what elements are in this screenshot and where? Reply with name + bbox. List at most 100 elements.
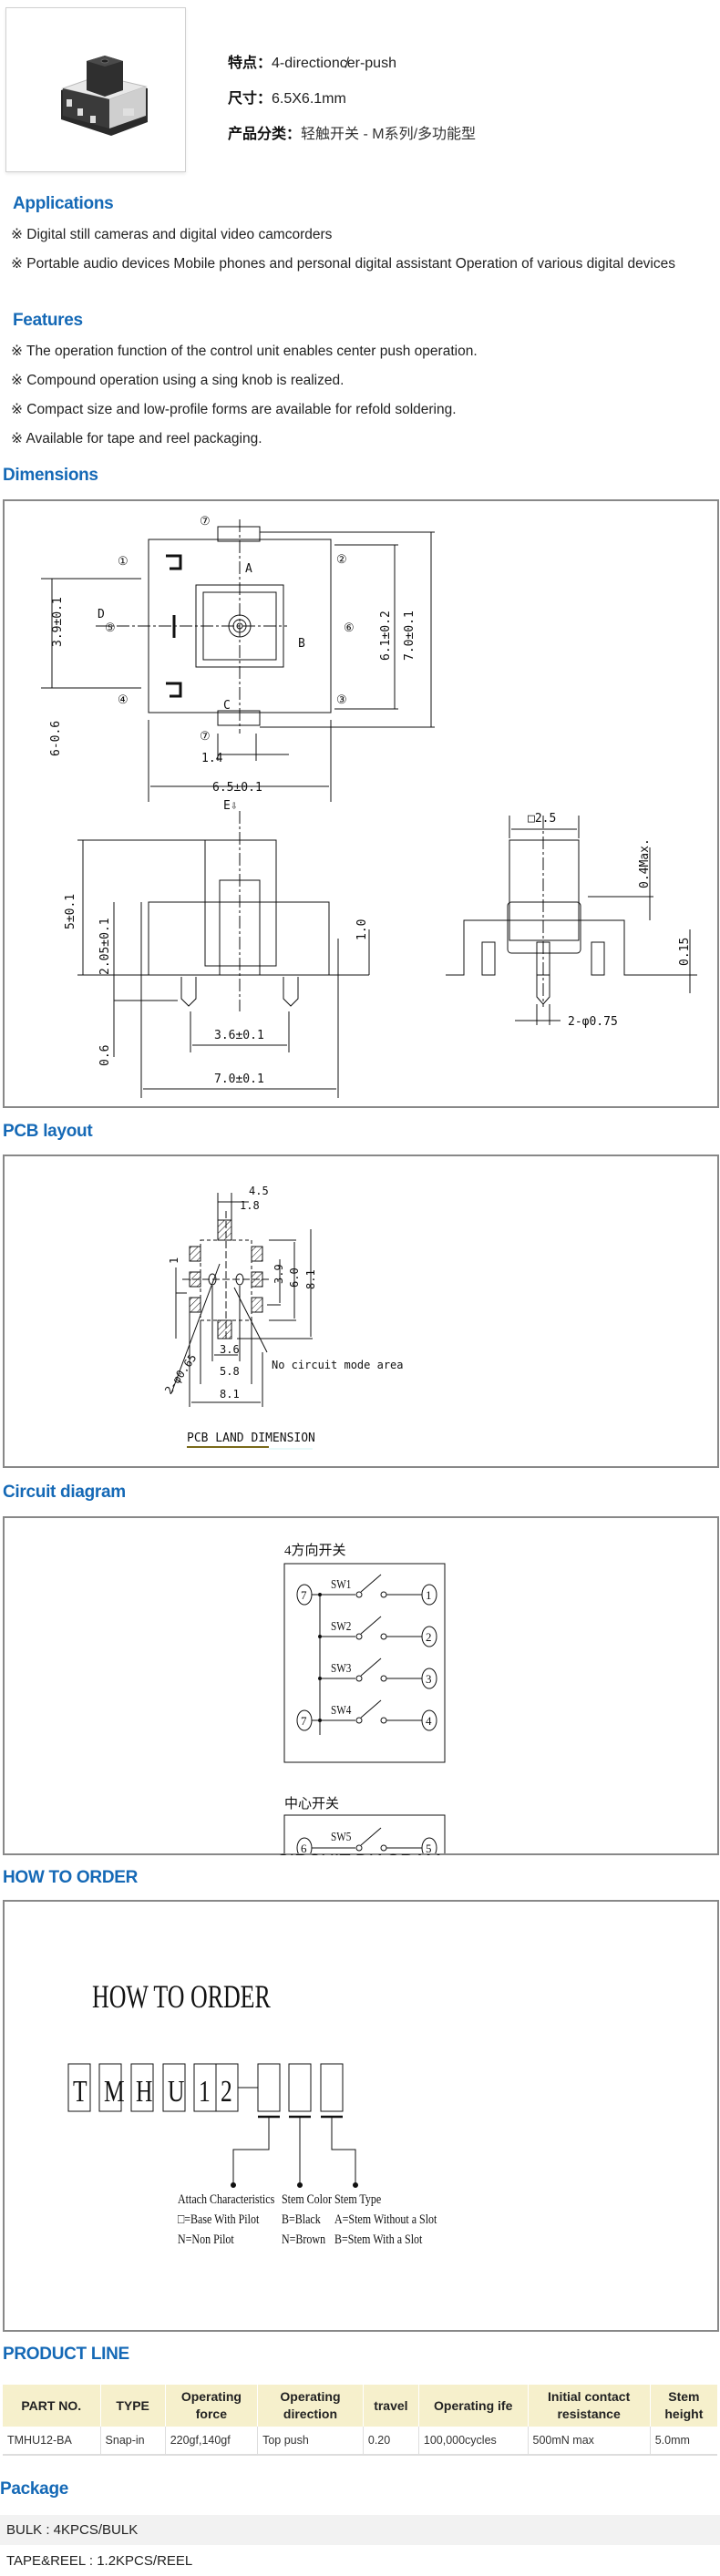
- front-view: [77, 811, 370, 1098]
- table-row: TMHU12-BA Snap-in 220gf,140gf Top push 0…: [3, 2427, 717, 2456]
- option-value: B=Black: [282, 2212, 321, 2227]
- terminal-label: 5: [426, 1842, 432, 1853]
- pin-label: ⑤: [105, 621, 116, 635]
- switch-name: SW2: [331, 1619, 351, 1633]
- dim-label: □2.5: [528, 812, 556, 826]
- circuit-heading: Circuit diagram: [3, 1483, 126, 1502]
- code-char: U: [168, 2073, 185, 2108]
- switch-sw3: 3 SW3: [318, 1657, 437, 1689]
- pcb-heading: PCB layout: [3, 1122, 93, 1141]
- cell-direction: Top push: [257, 2427, 364, 2456]
- application-item: ※ Digital still cameras and digital vide…: [11, 227, 333, 242]
- top-view-dimension-lines: [41, 531, 435, 802]
- terminal-label: 2: [426, 1630, 432, 1644]
- press-label: E⇩: [223, 799, 238, 813]
- pin-label: ①: [118, 555, 129, 569]
- code-box: H: [130, 2063, 154, 2112]
- top-view-labels: ⑦ ① ② ③ ④ ⑤ ⑥ ⑦ A B C D 1.4 6.5±0.1 3.9±…: [49, 515, 417, 795]
- code-char: H: [136, 2073, 152, 2108]
- code-char: M: [104, 2073, 125, 2108]
- dimensions-panel: ⑦ ① ② ③ ④ ⑤ ⑥ ⑦ A B C D 1.4 6.5±0.1 3.9±…: [3, 499, 719, 1108]
- product-image: [5, 7, 186, 172]
- pin-label: ⑦: [200, 515, 211, 529]
- switch-name: SW3: [331, 1661, 351, 1675]
- column-header: Initial contact resistance: [528, 2385, 651, 2427]
- package-item: BULK : 4KPCS/BULK: [0, 2515, 720, 2545]
- code-char: 1: [199, 2073, 211, 2108]
- pcb-drawing: 4.5 1.8 3.9 6.0 8.1 1 3.6 5.8 8.1 2-φ0.6…: [162, 1185, 404, 1450]
- dim-label: 8.1: [304, 1269, 317, 1289]
- dim-label: 3.6±0.1: [214, 1029, 264, 1042]
- dim-label: 5±0.1: [64, 894, 77, 929]
- spec-value: 4-directionc̸er-push: [272, 56, 396, 71]
- dim-label: 3.9±0.1: [51, 597, 65, 647]
- dim-label: 8.1: [220, 1388, 240, 1401]
- dim-label: 2-φ0.65: [162, 1351, 199, 1396]
- dim-label: 1.0: [355, 919, 369, 940]
- spec-category: 产品分类：轻触开关 - M系列/多功能型: [228, 121, 476, 143]
- cell-stem-height: 5.0mm: [650, 2427, 717, 2456]
- how-to-order-heading: HOW TO ORDER: [3, 1868, 139, 1887]
- cell-life: 100,000cycles: [418, 2427, 529, 2456]
- terminal: [421, 1837, 437, 1853]
- package-heading: Package: [0, 2479, 69, 2499]
- option-value: B=Stem With a Slot: [334, 2232, 423, 2247]
- option-title: Attach Characteristics: [178, 2191, 274, 2207]
- dim-label: 4.5: [249, 1185, 269, 1197]
- spec-feature: 特点：4-directionc̸er-push: [228, 50, 396, 72]
- group2-label: 中心开关: [284, 1796, 339, 1811]
- spec-value: 6.5X6.1mm: [272, 91, 346, 107]
- dimensions-heading: Dimensions: [3, 466, 98, 485]
- pcb-labels: 4.5 1.8 3.9 6.0 8.1 1 3.6 5.8 8.1 2-φ0.6…: [162, 1185, 404, 1445]
- terminal-label: 7: [301, 1714, 307, 1728]
- cell-travel: 0.20: [363, 2427, 419, 2456]
- pin-label: ③: [336, 693, 347, 707]
- column-header: Operating force: [165, 2385, 259, 2427]
- dim-label: 0.4Max.: [638, 838, 652, 888]
- spec-label: 特点：: [228, 56, 273, 71]
- spec-size: 尺寸：6.5X6.1mm: [228, 86, 346, 108]
- column-header: TYPE: [100, 2385, 166, 2427]
- terminal-label: 4: [426, 1714, 432, 1728]
- diagram-title: HOW TO ORDER: [92, 1978, 271, 2015]
- dim-label: 0.6: [98, 1045, 112, 1066]
- dim-label: 5.8: [220, 1365, 240, 1378]
- package-item: TAPE&REEL : 1.2KPCS/REEL: [0, 2546, 720, 2576]
- dim-label: 2-φ0.75: [568, 1015, 618, 1029]
- dim-label: 7.0±0.1: [214, 1072, 264, 1086]
- option-value: N=Non Pilot: [178, 2232, 234, 2247]
- dim-label: 0.15: [678, 938, 692, 966]
- feature-item: ※ The operation function of the control …: [11, 344, 478, 359]
- direction-d: D: [98, 608, 105, 621]
- direction-a: A: [245, 562, 252, 576]
- terminal-label: 3: [426, 1672, 432, 1686]
- empty-code-box: [257, 2063, 281, 2112]
- spec-value: 轻触开关 - M系列/多功能型: [301, 127, 477, 142]
- dim-label: 6.1±0.2: [379, 611, 393, 661]
- switch-name: SW5: [331, 1830, 351, 1843]
- dim-label: 1: [168, 1257, 180, 1264]
- cell-resistance: 500mN max: [528, 2427, 651, 2456]
- product-line-table: PART NO. TYPE Operating force Operating …: [3, 2385, 717, 2456]
- dim-label: 7.0±0.1: [403, 611, 417, 661]
- column-header: Stem height: [650, 2385, 717, 2427]
- order-options: Attach Characteristics□=Base With PilotN…: [178, 2063, 437, 2247]
- dim-label: 2.05±0.1: [98, 918, 112, 975]
- option-title: Stem Type: [334, 2191, 381, 2207]
- pin-label: ⑥: [344, 621, 355, 635]
- terminal: [421, 1668, 437, 1689]
- option-title: Stem Color: [282, 2191, 332, 2207]
- tact-switch-photo: [61, 56, 148, 136]
- code-char: T: [73, 2073, 87, 2108]
- feature-item: ※ Compact size and low-profile forms are…: [11, 402, 457, 417]
- spec-label: 尺寸：: [228, 91, 273, 107]
- terminal: [421, 1584, 437, 1606]
